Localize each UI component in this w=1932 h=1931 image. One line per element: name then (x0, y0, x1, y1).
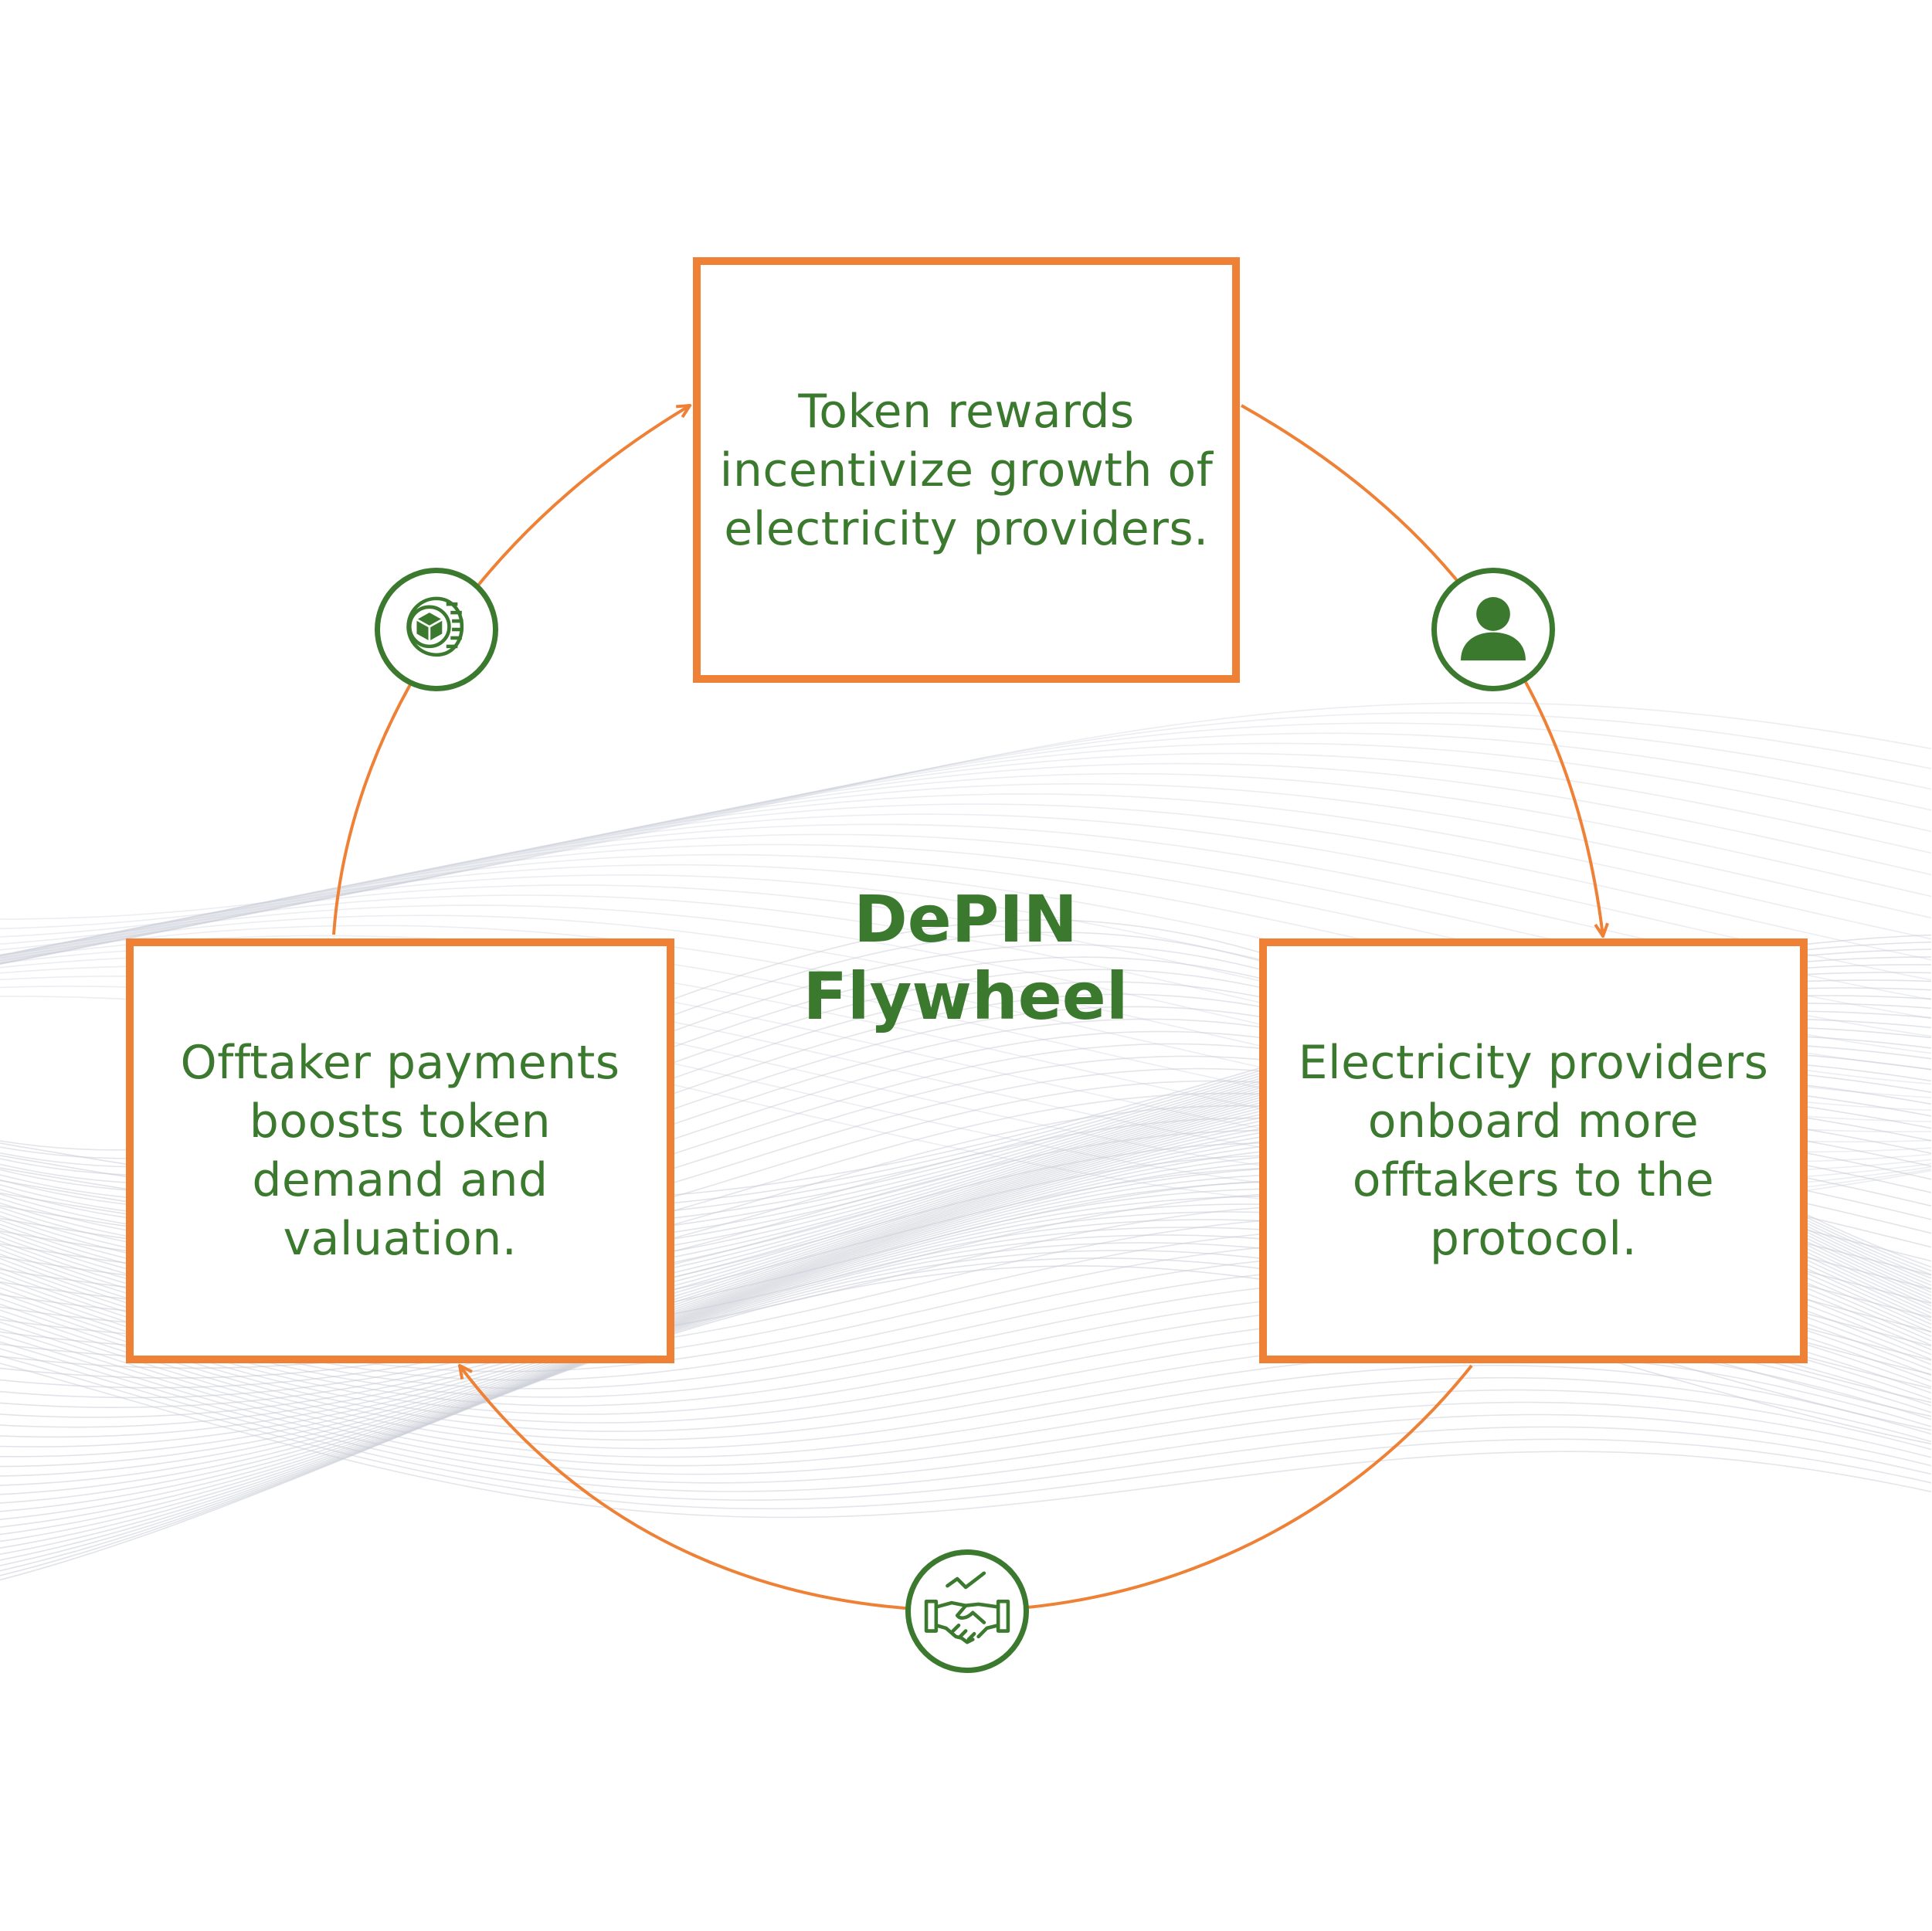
user-icon (1431, 568, 1555, 691)
background-wave-line (0, 1341, 1932, 1492)
background-wave-line (0, 772, 1932, 962)
background-wave-line (0, 1328, 1932, 1475)
diagram-title: DePIN Flywheel (803, 881, 1129, 1034)
background-wave-line (0, 1315, 1932, 1458)
background-wave-line (0, 742, 1932, 951)
token-coin-icon (375, 568, 498, 691)
step-text-electricity-providers: Electricity providers onboard more offta… (1298, 1036, 1769, 1266)
background-wave-line (0, 782, 1932, 964)
background-wave-line (0, 762, 1932, 959)
handshake-icon (905, 1549, 1029, 1673)
background-wave-line (0, 1355, 1932, 1510)
background-wave-line (0, 722, 1932, 938)
step-text-token-rewards: Token rewards incentivize growth of elec… (719, 384, 1214, 556)
background-wave-line (0, 1363, 1932, 1519)
step-box-offtaker-payments: Offtaker payments boosts token demand an… (126, 938, 674, 1363)
background-wave-line (0, 1348, 1932, 1501)
background-wave-line (0, 732, 1932, 945)
background-wave-line (0, 702, 1932, 920)
step-box-electricity-providers: Electricity providers onboard more offta… (1259, 938, 1808, 1363)
background-wave-line (0, 1334, 1932, 1484)
step-box-token-rewards: Token rewards incentivize growth of elec… (693, 257, 1240, 683)
background-wave-line (0, 813, 1932, 981)
background-wave-line (0, 712, 1932, 930)
step-text-offtaker-payments: Offtaker payments boosts token demand an… (180, 1036, 620, 1266)
background-wave-line (0, 1322, 1932, 1467)
background-wave-line (0, 803, 1932, 966)
background-wave-line (0, 752, 1932, 955)
background-wave-line (0, 823, 1932, 1000)
background-wave-line (0, 793, 1932, 965)
